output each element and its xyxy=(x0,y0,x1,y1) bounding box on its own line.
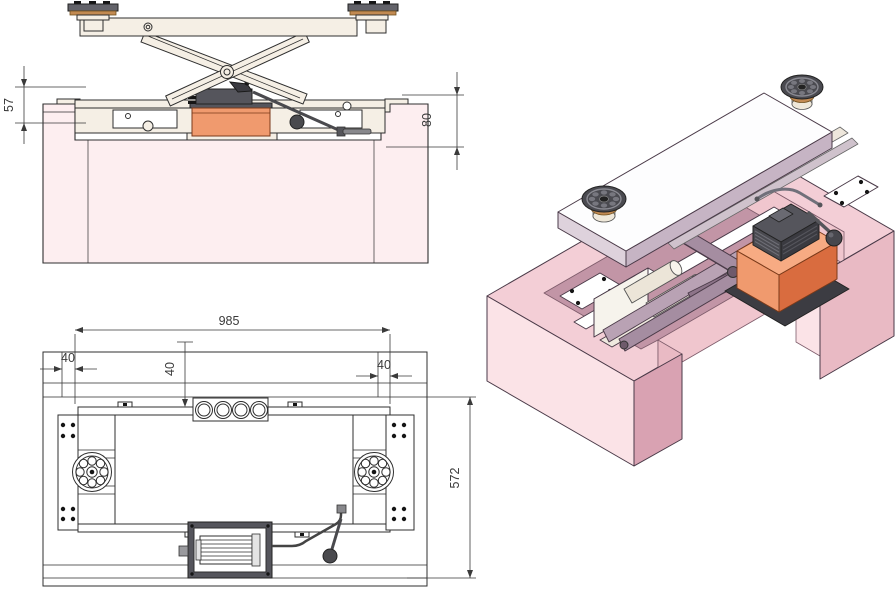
isometric-view xyxy=(486,74,895,467)
pump-handle xyxy=(252,90,344,134)
front-rubber-pad-right xyxy=(347,1,399,34)
dimension-80: 80 xyxy=(386,72,464,170)
iso-handle xyxy=(807,211,833,235)
dim-40-left-label: 40 xyxy=(61,351,75,365)
dim-57-label: 57 xyxy=(2,98,16,112)
dim-40-middle-label: 40 xyxy=(163,362,177,376)
iso-rubber-pad-left xyxy=(581,185,627,223)
pit-outline xyxy=(42,351,428,587)
dimension-985: 985 xyxy=(74,314,391,404)
iso-handle-ball-knob xyxy=(825,229,843,247)
iso-hydraulic-pipe xyxy=(756,187,821,207)
dimension-57: 57 xyxy=(2,66,86,144)
plan-power-unit xyxy=(178,504,347,579)
dimension-40-right: 40 xyxy=(356,352,412,397)
handle-ball-knob xyxy=(289,114,305,130)
dim-572-label: 572 xyxy=(448,468,462,489)
front-elevation-view: 57 80 xyxy=(2,1,464,264)
front-rubber-pad-left xyxy=(67,1,119,32)
iso-platform xyxy=(557,92,833,268)
roller-plate xyxy=(192,397,269,422)
front-power-unit xyxy=(188,80,372,137)
iso-rubber-pad-right xyxy=(780,74,824,110)
plan-view: 985 40 40 40 572 xyxy=(40,314,476,587)
oil-tank xyxy=(191,107,271,137)
plan-platform xyxy=(77,401,391,538)
platform-beam xyxy=(79,17,358,37)
plan-rubber-pad-right xyxy=(354,452,394,492)
dim-40-right-label: 40 xyxy=(377,358,391,372)
plan-handle xyxy=(330,518,343,550)
slab-end-face-left xyxy=(486,295,635,467)
dim-80-label: 80 xyxy=(420,113,434,127)
slab-front-wall-right xyxy=(819,230,895,380)
dimension-40-left: 40 xyxy=(40,351,97,397)
front-scissor-mechanism xyxy=(79,17,358,107)
dimension-572: 572 xyxy=(407,396,476,579)
hydraulic-pipe xyxy=(272,511,343,548)
mounting-plate-left xyxy=(57,414,79,531)
center-pivot xyxy=(220,65,234,79)
iso-power-unit xyxy=(724,187,850,327)
plan-handle-ball-knob xyxy=(322,548,338,564)
plan-rubber-pad-left xyxy=(72,452,112,492)
dim-985-label: 985 xyxy=(219,314,240,328)
dimension-40-middle: 40 xyxy=(163,341,193,407)
